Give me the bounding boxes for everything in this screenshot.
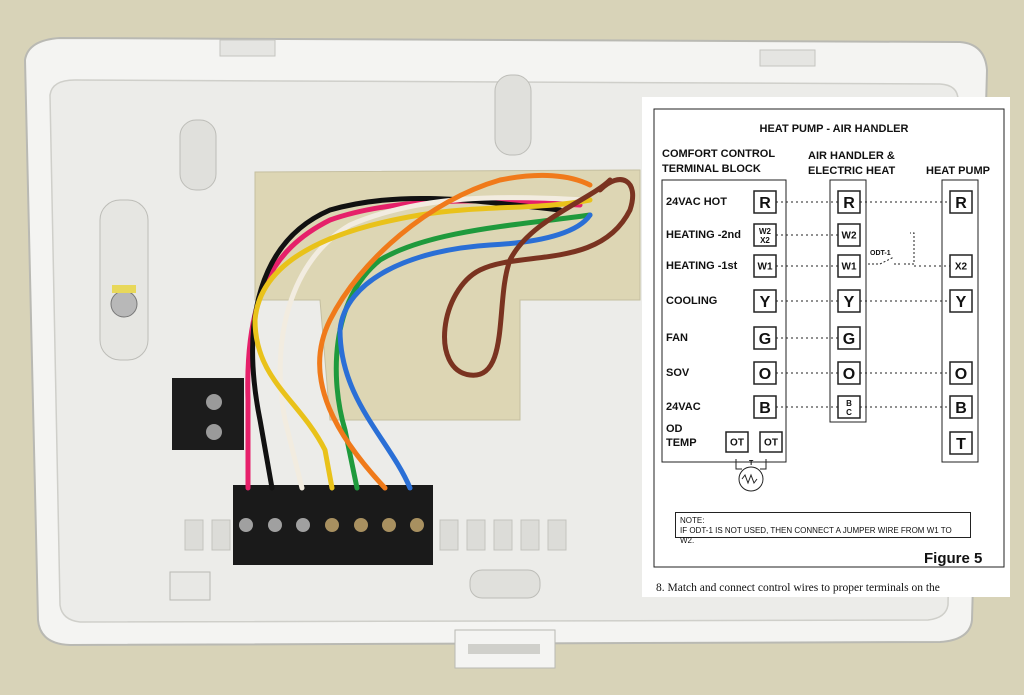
screw-tape (112, 285, 136, 293)
control-terminal-6: B (753, 395, 777, 419)
handler-terminal-4: G (837, 326, 861, 350)
vent-slots (184, 519, 567, 551)
wire-orange (317, 172, 593, 491)
pump-terminal-3-text: Y (956, 294, 967, 311)
control-terminal-5: O (753, 361, 777, 385)
control-terminal-1-text-bottom: X2 (760, 236, 770, 245)
control-wires (245, 172, 636, 491)
control-terminal-3: Y (753, 289, 777, 313)
od-temp-terminal-2: OT (759, 431, 783, 453)
row-label-0: 24VAC HOT (666, 196, 727, 208)
air-handler-header-1: AIR HANDLER & (808, 150, 895, 162)
sensor-label: T (749, 460, 754, 467)
figure-label: Figure 5 (924, 550, 983, 567)
terminal-screws (239, 518, 424, 532)
control-terminal-3-text: Y (760, 294, 771, 311)
top-tab-right (759, 49, 816, 67)
row-label-1: HEATING -2nd (666, 229, 741, 241)
handler-terminal-1: W2 (837, 223, 861, 247)
pump-terminal-5: O (949, 361, 973, 385)
odt-switch (868, 232, 915, 265)
control-terminal-0: R (753, 190, 777, 214)
top-tab-left (219, 39, 276, 57)
handler-terminal-0-text: R (843, 195, 855, 212)
wire-yellow (252, 197, 593, 491)
wiring-diagram: HEAT PUMP - AIR HANDLER COMFORT CONTROL … (653, 108, 1005, 568)
handler-terminal-2-text: W1 (842, 262, 857, 273)
thermistor (738, 466, 764, 492)
pump-terminal-2: X2 (949, 254, 973, 278)
control-terminal-6-text: B (759, 400, 771, 417)
control-terminal-2-text: W1 (758, 262, 773, 273)
wire-blue (337, 212, 593, 491)
heat-pump-header: HEAT PUMP (926, 165, 990, 177)
wire-white (277, 195, 588, 491)
heat-pump-enclosure (941, 179, 979, 463)
control-terminal-0-text: R (759, 195, 771, 212)
pump-terminal-2-text: X2 (955, 262, 968, 273)
pump-terminal-6: B (949, 395, 973, 419)
wire-green (333, 212, 593, 491)
mounting-slot-2 (494, 74, 532, 156)
comfort-control-header-1: COMFORT CONTROL (662, 148, 775, 160)
pump-terminal-7-text: T (956, 436, 966, 453)
note-heading: NOTE: (680, 516, 705, 525)
handler-terminal-3: Y (837, 289, 861, 313)
od-temp-terminal-1-text: OT (730, 438, 744, 449)
mounting-slot-3 (99, 199, 149, 361)
handler-terminal-4-text: G (843, 331, 855, 348)
release-tab (169, 571, 211, 601)
comfort-control-header-2: TERMINAL BLOCK (662, 163, 761, 175)
control-terminal-4-text: G (759, 331, 771, 348)
sensor-leads (735, 459, 767, 470)
row-label-6: 24VAC (666, 401, 701, 413)
wire-brown (442, 177, 636, 378)
wiring-diagram-panel: HEAT PUMP - AIR HANDLER COMFORT CONTROL … (642, 97, 1010, 597)
handler-terminal-3-text: Y (844, 294, 855, 311)
row-label-3: COOLING (666, 295, 717, 307)
pump-terminal-3: Y (949, 289, 973, 313)
bottom-tab-slot (468, 644, 540, 654)
pump-terminal-0-text: R (955, 195, 967, 212)
note-text: IF ODT-1 IS NOT USED, THEN CONNECT A JUM… (680, 526, 952, 545)
control-terminal-5-text: O (759, 366, 771, 383)
mounting-slot-1 (179, 119, 217, 191)
comfort-control-enclosure (661, 179, 787, 463)
handler-terminal-0: R (837, 190, 861, 214)
wire-black (250, 195, 563, 491)
wall-screw (110, 290, 138, 318)
aux-terminal-screw-1 (206, 394, 222, 410)
pump-terminal-0: R (949, 190, 973, 214)
mounting-slot-4 (469, 569, 541, 599)
aux-terminal-screw-2 (206, 424, 222, 440)
od-temp-terminal-2-text: OT (764, 438, 778, 449)
control-terminal-1-text-top: W2 (759, 227, 772, 236)
handler-terminal-6-text-top: B (846, 399, 852, 408)
handler-terminal-5: O (837, 361, 861, 385)
pump-terminal-5-text: O (955, 366, 967, 383)
row-label-2: HEATING -1st (666, 260, 738, 272)
handler-terminal-1-text: W2 (842, 231, 857, 242)
instruction-caption: 8. Match and connect control wires to pr… (656, 582, 940, 594)
odt-label: ODT-1 (870, 250, 891, 257)
handler-terminal-5-text: O (843, 366, 855, 383)
aux-terminal-block (172, 378, 244, 450)
row-label-4: FAN (666, 332, 688, 344)
handler-terminal-6: BC (837, 395, 861, 419)
od-temp-terminal-1: OT (725, 431, 749, 453)
diagram-title: HEAT PUMP - AIR HANDLER (760, 123, 909, 135)
control-terminal-2: W1 (753, 254, 777, 278)
pump-terminal-7: T (949, 431, 973, 455)
pump-terminal-6-text: B (955, 400, 967, 417)
air-handler-header-2: ELECTRIC HEAT (808, 165, 895, 177)
note-box: NOTE: IF ODT-1 IS NOT USED, THEN CONNECT… (675, 512, 971, 545)
handler-terminal-6-text-bottom: C (846, 408, 852, 417)
thermistor-symbol (741, 473, 758, 485)
row-label-5: SOV (666, 367, 690, 379)
diagram-frame (653, 108, 1005, 568)
control-terminal-4: G (753, 326, 777, 350)
handler-terminal-2: W1 (837, 254, 861, 278)
